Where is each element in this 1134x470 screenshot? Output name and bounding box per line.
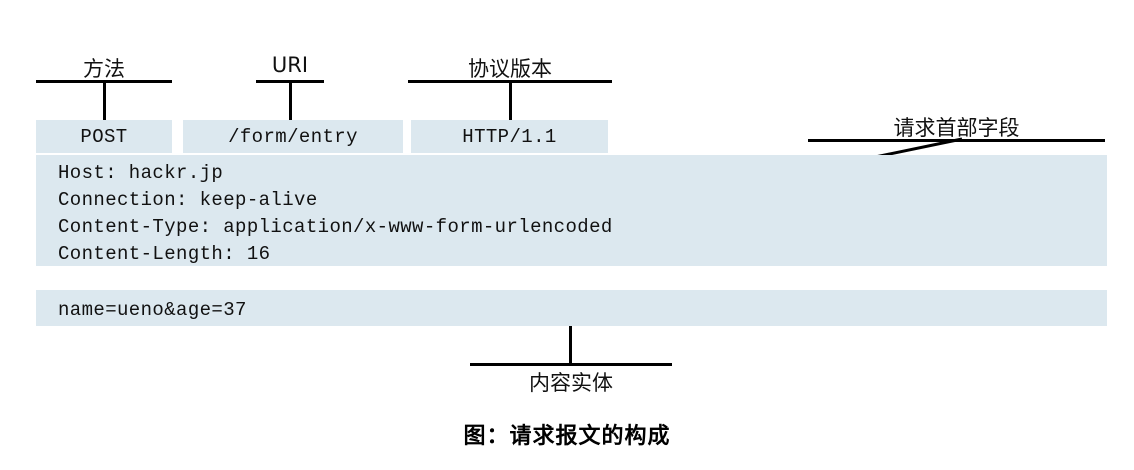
annotation-label-method: 方法 bbox=[83, 57, 125, 81]
annotation-label-entity-body: 内容实体 bbox=[529, 371, 613, 395]
request-header-line-content-type: Content-Type: application/x-www-form-url… bbox=[58, 216, 613, 238]
request-headers-box bbox=[36, 155, 1107, 266]
request-line-method-box: POST bbox=[36, 120, 172, 153]
annotation-rule-entity-body bbox=[470, 363, 672, 366]
request-body-line: name=ueno&age=37 bbox=[58, 299, 247, 321]
request-line-uri-box: /form/entry bbox=[183, 120, 403, 153]
request-line-uri-value: /form/entry bbox=[228, 125, 358, 148]
annotation-label-request-headers: 请求首部字段 bbox=[893, 116, 1020, 140]
figure-caption: 图：请求报文的构成 bbox=[463, 424, 671, 449]
request-line-method-value: POST bbox=[80, 125, 128, 148]
request-header-line-host: Host: hackr.jp bbox=[58, 162, 224, 184]
annotation-label-uri: URI bbox=[271, 53, 309, 77]
annotation-tick-entity-body bbox=[569, 326, 572, 365]
request-header-line-content-length: Content-Length: 16 bbox=[58, 243, 271, 265]
annotation-tick-version bbox=[509, 80, 512, 122]
request-body-box bbox=[36, 290, 1107, 326]
request-line-version-value: HTTP/1.1 bbox=[462, 125, 557, 148]
annotation-tick-method bbox=[103, 80, 106, 122]
annotation-label-version: 协议版本 bbox=[468, 57, 552, 81]
annotation-tick-uri bbox=[289, 80, 292, 122]
request-line-version-box: HTTP/1.1 bbox=[411, 120, 608, 153]
request-header-line-connection: Connection: keep-alive bbox=[58, 189, 318, 211]
